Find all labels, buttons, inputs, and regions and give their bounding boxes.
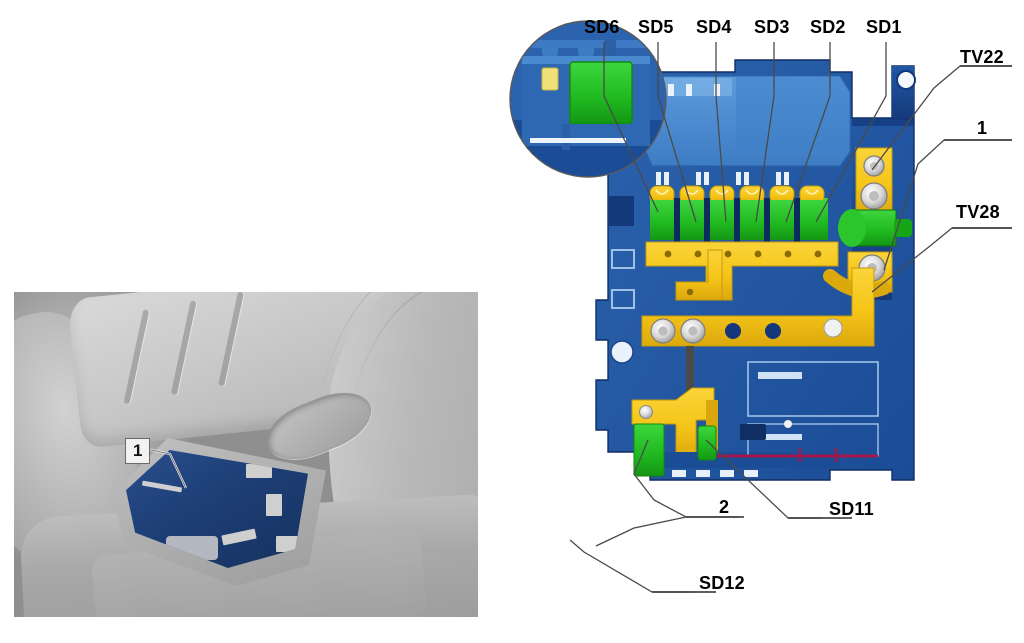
fuse-box-technical-diagram: SD6 SD5 SD4 SD3 SD2 SD1 TV22 1 TV28 SD11… [500, 0, 1024, 643]
label-sd4: SD4 [696, 17, 732, 37]
label-sd3: SD3 [754, 17, 790, 37]
lower-housing-detail [633, 361, 879, 477]
label-sd5: SD5 [638, 17, 674, 37]
fuse-box-body [126, 450, 308, 568]
label-sd11: SD11 [829, 499, 874, 519]
fuse-row [645, 185, 839, 301]
photo-callout-1: 1 [125, 438, 151, 464]
housing-group [595, 59, 916, 481]
diagram-svg [509, 20, 1012, 593]
detail-inset [509, 20, 667, 178]
vehicle-photo [14, 292, 478, 617]
label-underlines [652, 65, 1012, 593]
label-sd2: SD2 [810, 17, 846, 37]
label-tv28: TV28 [956, 202, 1000, 222]
label-sd12: SD12 [699, 573, 745, 593]
photo-leader [123, 442, 187, 489]
label-item2: 2 [719, 497, 730, 517]
busbar-network [631, 249, 875, 459]
label-tv22: TV22 [960, 47, 1004, 67]
label-item1: 1 [977, 118, 988, 138]
label-sd6: SD6 [584, 17, 620, 37]
label-sd1: SD1 [866, 17, 902, 37]
